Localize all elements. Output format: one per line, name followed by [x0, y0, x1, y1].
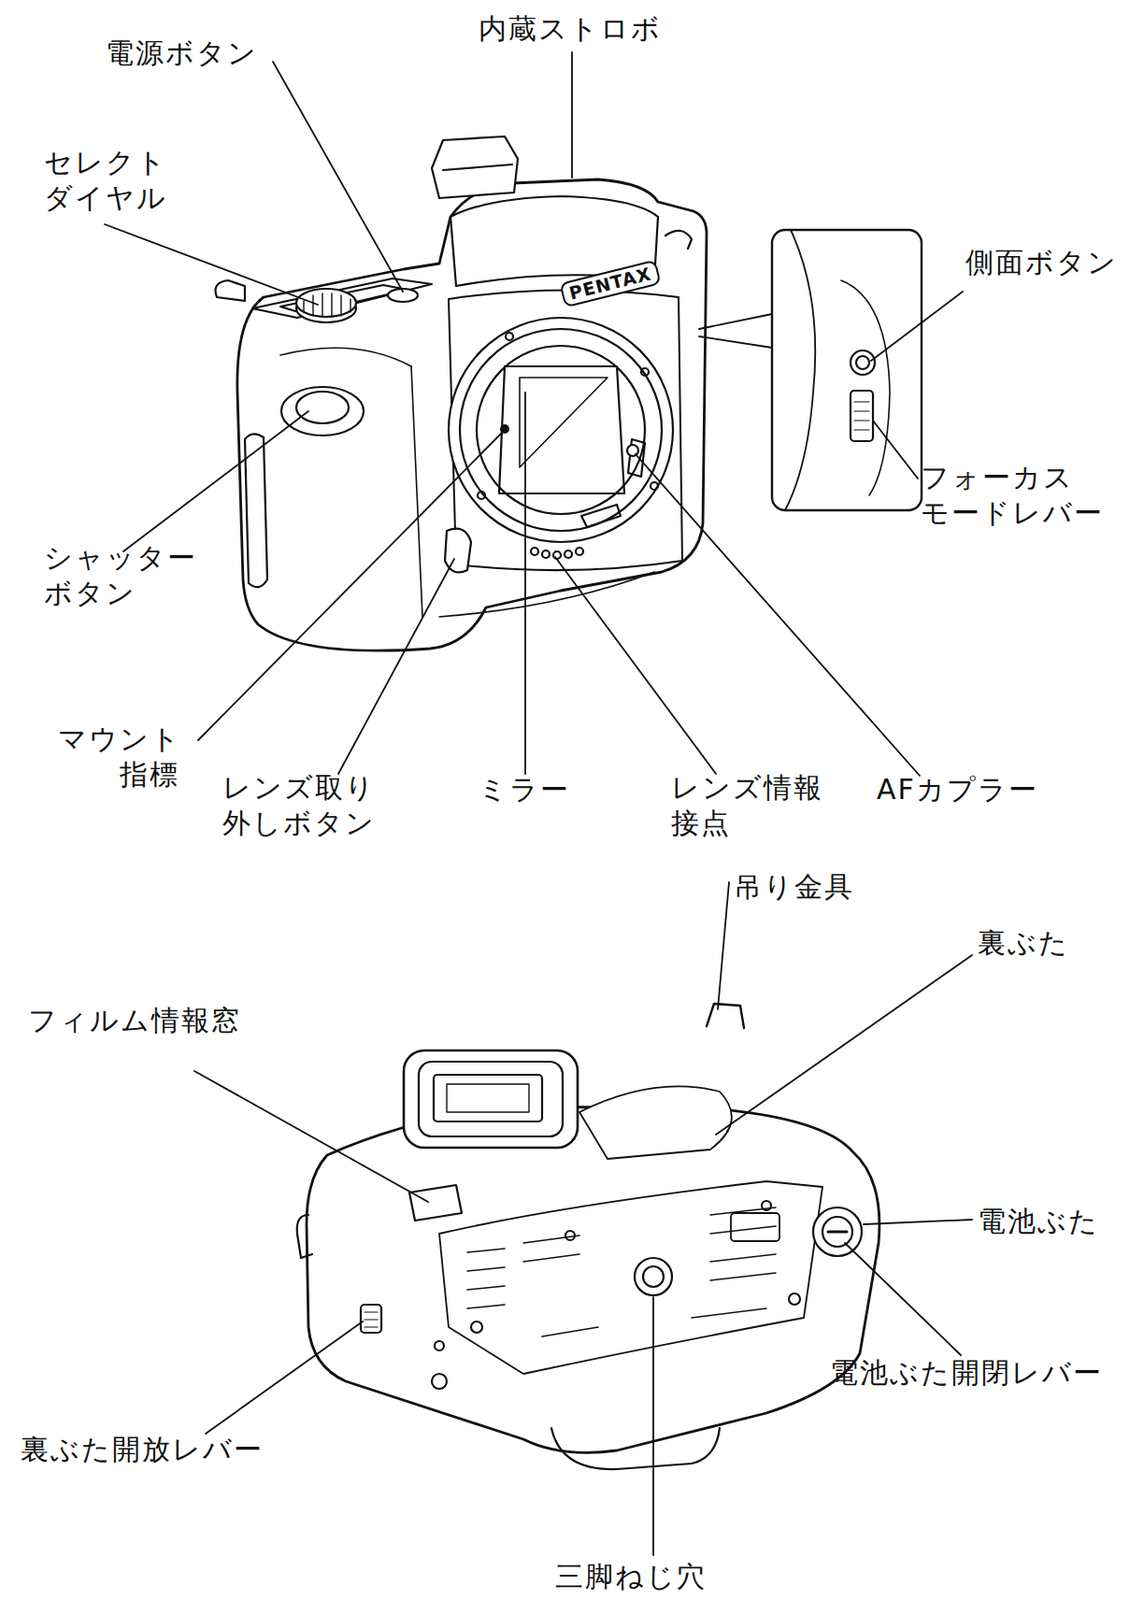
- part-label: ミラー: [478, 772, 571, 808]
- part-label: シャッター ボタン: [43, 540, 213, 611]
- part-label: 裏ぶた開放レバー: [20, 1431, 264, 1468]
- part-label: 電源ボタン: [105, 35, 258, 72]
- part-label: 吊り金具: [733, 869, 855, 905]
- leader-lines: [104, 52, 963, 776]
- part-label: セレクト ダイヤル: [43, 144, 185, 215]
- camera-front: [215, 136, 923, 651]
- part-label: 電池ぶた開閉レバー: [829, 1355, 1103, 1391]
- camera-bottom: [297, 1003, 880, 1470]
- part-label: 裏ぶた: [977, 925, 1070, 961]
- leader-lines: [194, 882, 973, 1556]
- part-label: フィルム情報窓: [28, 1002, 242, 1039]
- part-label: マウント 指標: [57, 721, 180, 792]
- part-label: AFカプラー: [876, 772, 1039, 808]
- part-label: 電池ぶた: [977, 1203, 1100, 1240]
- part-label: 側面ボタン: [965, 244, 1118, 281]
- part-label: 三脚ねじ穴: [555, 1558, 707, 1595]
- part-label: 内蔵ストロボ: [478, 11, 662, 47]
- part-label: レンズ情報 接点: [671, 770, 849, 841]
- part-label: フォーカス モードレバー: [920, 459, 1117, 530]
- part-label: レンズ取り 外しボタン: [222, 770, 401, 841]
